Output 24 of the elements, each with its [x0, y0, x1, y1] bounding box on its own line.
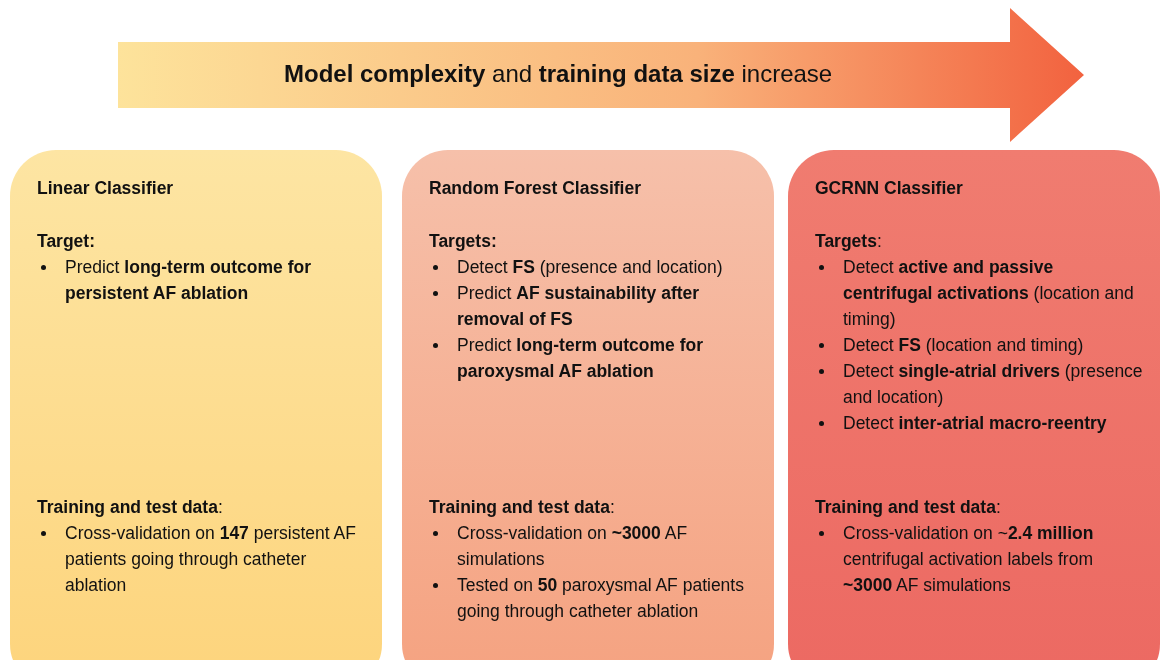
section-heading: Targets:	[815, 230, 883, 253]
classifier-card	[10, 150, 382, 660]
bullet-text: Detect single-atrial drivers (presence and location)	[843, 360, 1144, 409]
section-heading: Training and test data:	[815, 496, 1002, 519]
bullet-text: Tested on 50 paroxysmal AF patients going through catheter ablation	[457, 574, 745, 623]
bullet-text: Cross-validation on ~2.4 million centrifugal activation labels from ~3000 AF simulations	[843, 522, 1095, 597]
bullet-text: Predict long-term outcome for persistent AF ablation	[65, 256, 312, 305]
section-heading: Targets:	[429, 230, 498, 253]
bullet-text: Detect active and passive centrifugal activations (location and timing)	[843, 256, 1135, 331]
section-heading: Training and test data:	[37, 496, 224, 519]
bullet-text: Detect FS (location and timing)	[843, 334, 1085, 357]
section-heading: Target:	[37, 230, 96, 253]
bullet-text: Cross-validation on 147 persistent AF patients going through catheter ablation	[65, 522, 357, 597]
card-title: Linear Classifier	[37, 177, 174, 200]
section-heading: Training and test data:	[429, 496, 616, 519]
arrow-banner	[118, 8, 1084, 142]
card-title: GCRNN Classifier	[815, 177, 963, 200]
classifier-card	[402, 150, 774, 660]
bullet-text: Detect inter-atrial macro-reentry	[843, 412, 1108, 435]
banner-text: Model complexity and training data size increase	[284, 60, 833, 88]
bullet-text: Detect FS (presence and location)	[457, 256, 724, 279]
card-title: Random Forest Classifier	[429, 177, 641, 200]
bullet-text: Predict long-term outcome for paroxysmal AF ablation	[457, 334, 704, 383]
classifier-card	[788, 150, 1160, 660]
